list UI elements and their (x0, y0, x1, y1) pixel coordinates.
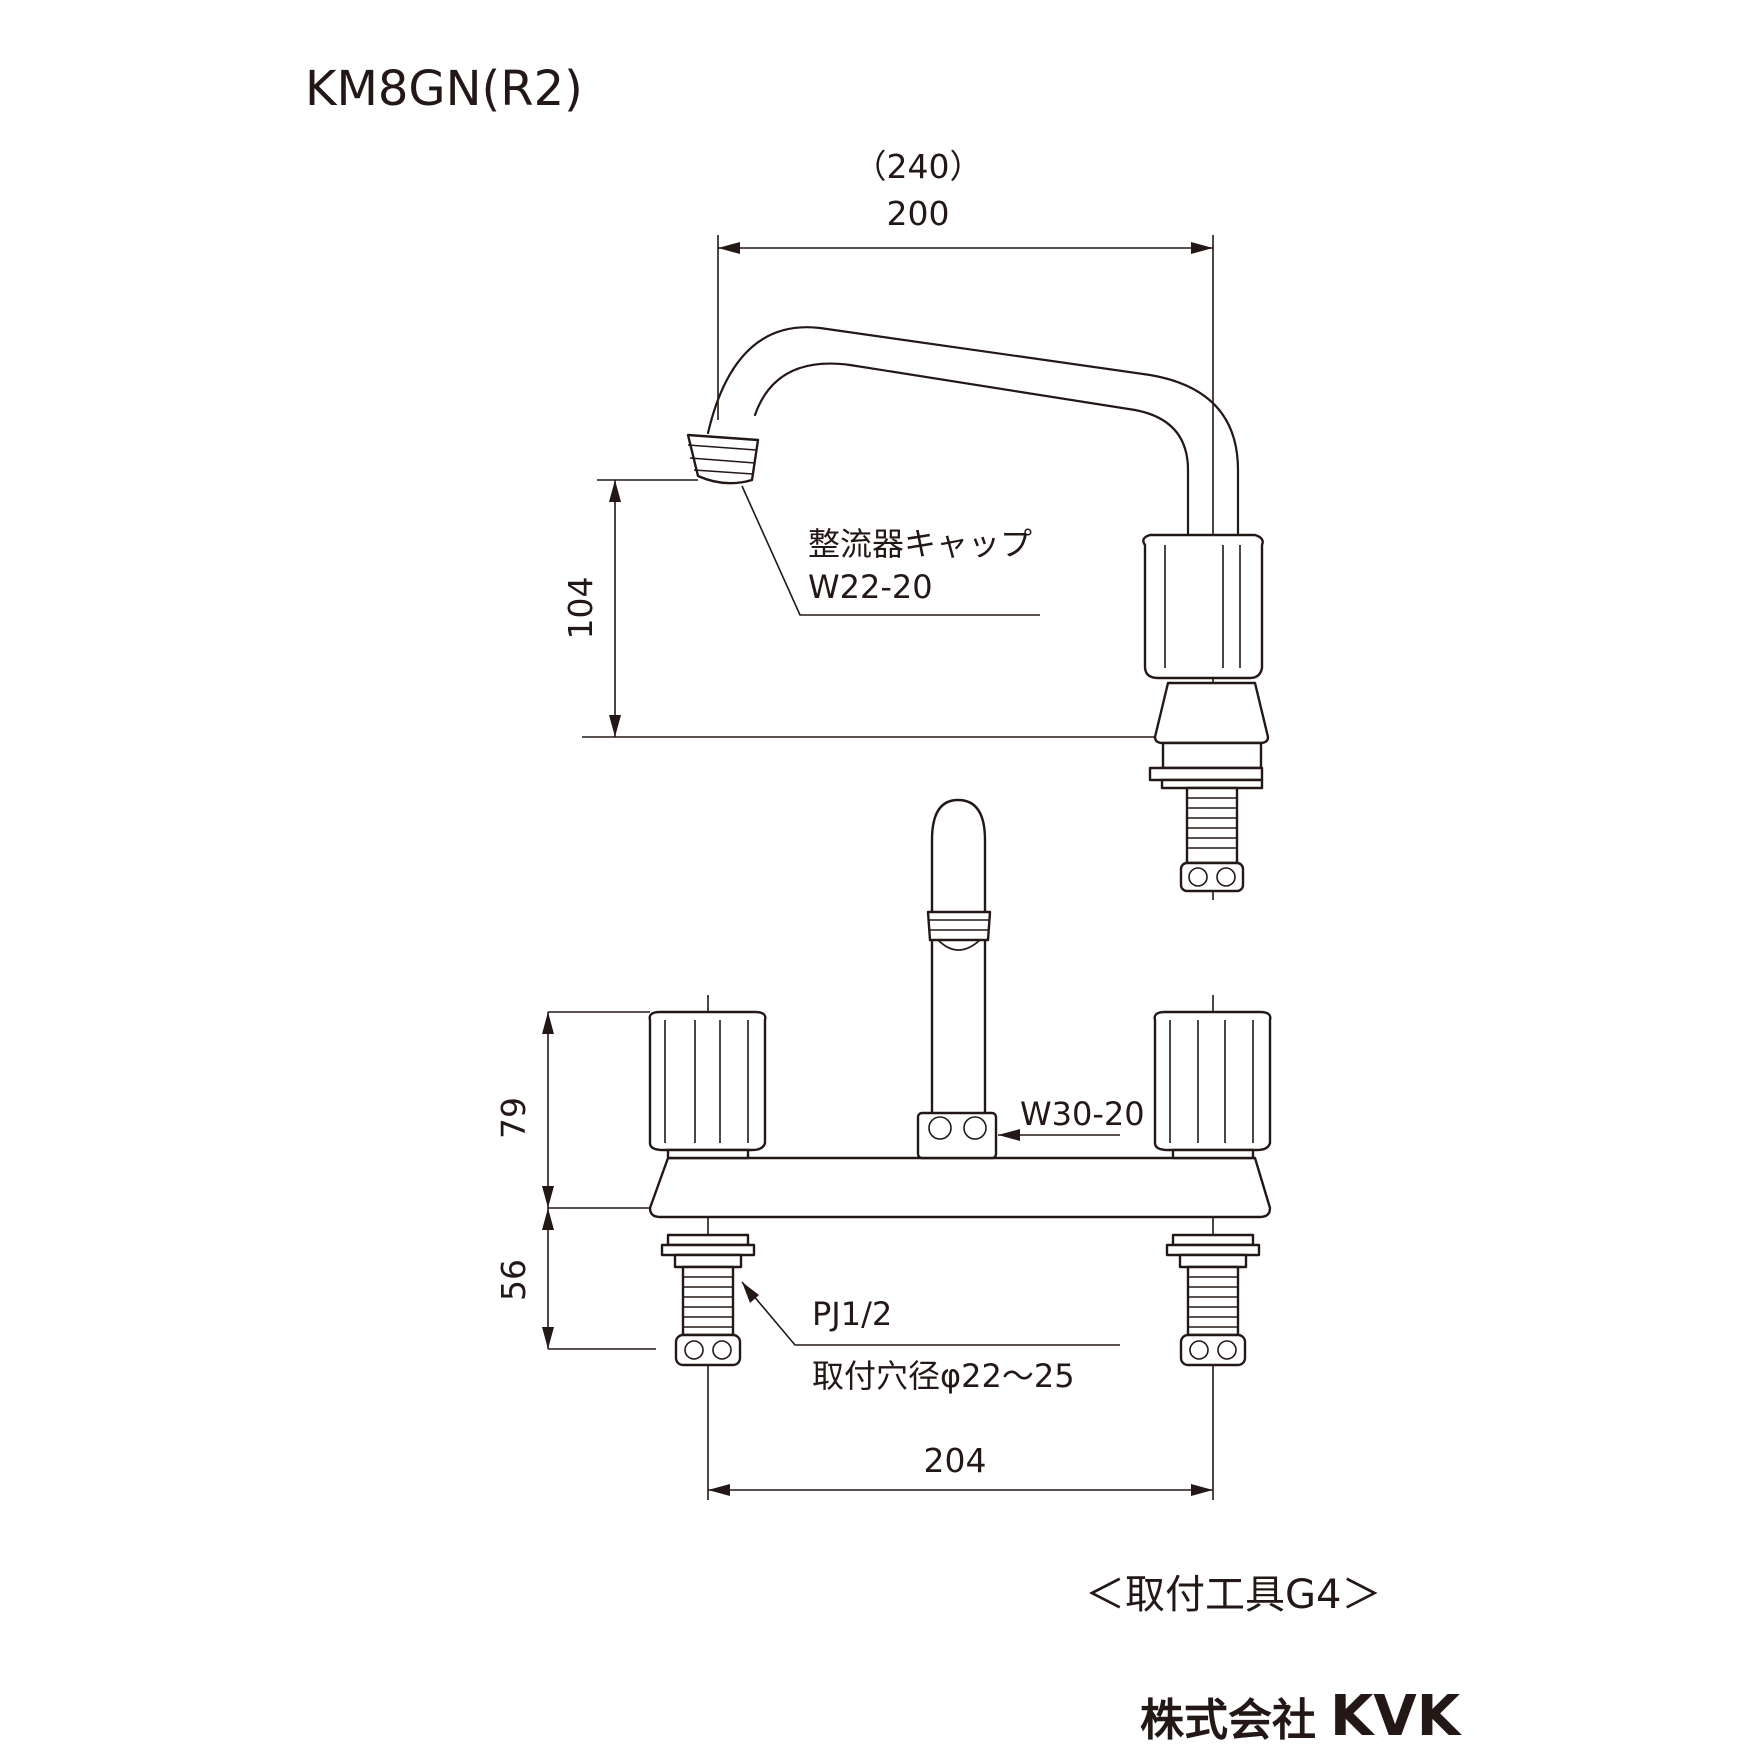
dimension-center-distance: 204 (924, 1441, 987, 1480)
company-name: 株式会社 (1140, 1695, 1316, 1746)
company-logo: 株式会社 KVK (1140, 1684, 1463, 1749)
dimension-spout-height: 104 (561, 577, 600, 640)
aerator-label: 整流器キャップ (808, 525, 1032, 563)
side-handle (1142, 533, 1264, 680)
mounting-hole-diameter: 取付穴径φ22～25 (812, 1357, 1075, 1395)
mounting-tool-note: ＜取付工具G4＞ (1085, 1572, 1381, 1618)
brand-name: KVK (1330, 1684, 1463, 1749)
aerator-spec: W22-20 (808, 568, 933, 606)
model-number: KM8GN(R2) (305, 61, 583, 117)
dimension-handle-height: 79 (494, 1097, 533, 1139)
dimension-reach-total: （240） (854, 147, 983, 186)
center-spout (930, 798, 987, 1127)
dimension-shank-length: 56 (494, 1259, 533, 1301)
right-handle (1153, 1010, 1272, 1152)
side-view: （240） 200 104 整流器キャップ W22-20 (561, 147, 1270, 900)
front-view: 79 56 (494, 798, 1272, 1500)
spout-nut (926, 910, 992, 942)
left-handle (648, 1010, 767, 1152)
deck-plate (648, 1156, 1272, 1219)
connection-thread: PJ1/2 (812, 1295, 892, 1333)
spout-nut-spec: W30-20 (1020, 1095, 1145, 1133)
dimension-reach: 200 (887, 194, 950, 233)
